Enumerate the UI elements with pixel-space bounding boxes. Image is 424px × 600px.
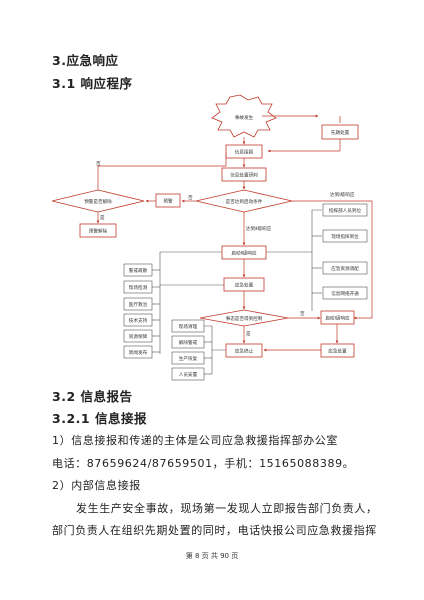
start-level2-node: 启动Ⅱ级响应 (221, 245, 267, 260)
emergency-handling2-node: 应急处置 (320, 343, 355, 358)
svg-text:应急终止: 应急终止 (235, 348, 254, 355)
svg-text:预警解除: 预警解除 (89, 228, 108, 235)
svg-text:信息网络开通: 信息网络开通 (331, 290, 359, 297)
paragraph-line-5: 部门负责人在组织先期处置的同时，电话快报公司应急救援指挥 (52, 524, 377, 537)
svg-text:预警: 预警 (163, 198, 173, 205)
left-items: 警戒疏散 现场检测 医疗救治 技术支持 资源保障 新闻发布 (123, 251, 224, 359)
section-heading-3-2: 3.2 信息报告 (52, 389, 133, 404)
svg-text:预警是否解除: 预警是否解除 (84, 198, 112, 205)
svg-text:资源保障: 资源保障 (129, 333, 148, 340)
first-response-node: 先期处置 (321, 124, 359, 140)
right-items: 指挥部人员到位 现场指挥到位 应急资源调配 信息网络开通 (266, 203, 368, 311)
svg-text:达到Ⅱ级响应: 达到Ⅱ级响应 (246, 225, 272, 232)
controlled-decision-node: 事态是否得到控制 (199, 309, 289, 327)
svg-text:新闻发布: 新闻发布 (129, 349, 148, 356)
svg-text:应急处置: 应急处置 (235, 282, 254, 289)
svg-text:先期处置: 先期处置 (331, 129, 350, 136)
svg-text:警戒疏散: 警戒疏散 (129, 267, 148, 274)
svg-text:生产恢复: 生产恢复 (179, 355, 198, 362)
svg-text:达到Ⅰ级响应: 达到Ⅰ级响应 (330, 191, 355, 198)
emergency-handling-node: 应急处置 (223, 277, 265, 292)
paragraph-line-2: 电话：87659624/87659501，手机：15165088389。 (52, 457, 355, 470)
response-flowchart: 事故发生 先期处置 信息接报 信息处置研判 是否达到启动条件 (51, 94, 373, 381)
svg-text:应急资源调配: 应急资源调配 (331, 265, 359, 272)
svg-text:现场清理: 现场清理 (179, 323, 198, 330)
svg-text:医疗救治: 医疗救治 (129, 301, 148, 308)
start-label: 事故发生 (235, 114, 254, 121)
section-heading-3-2-1: 3.2.1 信息接报 (52, 411, 147, 426)
svg-text:否: 否 (300, 311, 305, 317)
svg-text:否: 否 (188, 195, 193, 201)
after-items: 现场清理 解除警戒 生产恢复 人员安置 (171, 319, 226, 381)
svg-text:技术支持: 技术支持 (129, 317, 148, 324)
start-level1-node: 启动Ⅰ级响应 (320, 310, 355, 325)
section-heading-3-1: 3.1 响应程序 (52, 76, 133, 91)
svg-text:是: 是 (246, 331, 251, 337)
svg-text:人员安置: 人员安置 (179, 371, 198, 378)
svg-text:启动Ⅱ级响应: 启动Ⅱ级响应 (231, 250, 257, 257)
page-footer: 第 8 页 共 90 页 (185, 552, 239, 560)
info-report-node: 信息接报 (225, 144, 263, 159)
svg-text:解除警戒: 解除警戒 (179, 339, 198, 346)
paragraph-line-1: 1）信息接报和传递的主体是公司应急救援指挥部办公室 (52, 434, 338, 447)
svg-text:信息处置研判: 信息处置研判 (230, 172, 258, 179)
svg-text:启动Ⅰ级响应: 启动Ⅰ级响应 (325, 315, 350, 322)
paragraph-line-4: 发生生产安全事故，现场第一发现人立即报告部门负责人， (76, 502, 378, 515)
lift-warning-decision-node: 预警是否解除 (51, 189, 145, 213)
svg-text:事态是否得到控制: 事态是否得到控制 (226, 315, 263, 322)
svg-text:应急处置: 应急处置 (328, 348, 347, 355)
svg-text:现场指挥到位: 现场指挥到位 (331, 233, 359, 240)
warning-node: 预警 (155, 193, 181, 208)
info-judge-node: 信息处置研判 (221, 167, 267, 182)
section-heading-3: 3.应急响应 (52, 53, 119, 68)
paragraph-line-3: 2）内部信息接报 (52, 479, 141, 492)
svg-text:是否达到启动条件: 是否达到启动条件 (226, 198, 263, 205)
svg-text:是: 是 (100, 215, 105, 221)
lift-warning-node: 预警解除 (79, 223, 117, 238)
svg-text:信息接报: 信息接报 (235, 149, 254, 156)
svg-text:指挥部人员到位: 指挥部人员到位 (329, 207, 362, 214)
start-node: 事故发生 (211, 94, 277, 138)
svg-text:现场检测: 现场检测 (129, 284, 148, 291)
svg-text:否: 否 (96, 161, 101, 167)
end-response-node: 应急终止 (225, 343, 263, 358)
level-decision-node: 是否达到启动条件 (195, 189, 293, 213)
